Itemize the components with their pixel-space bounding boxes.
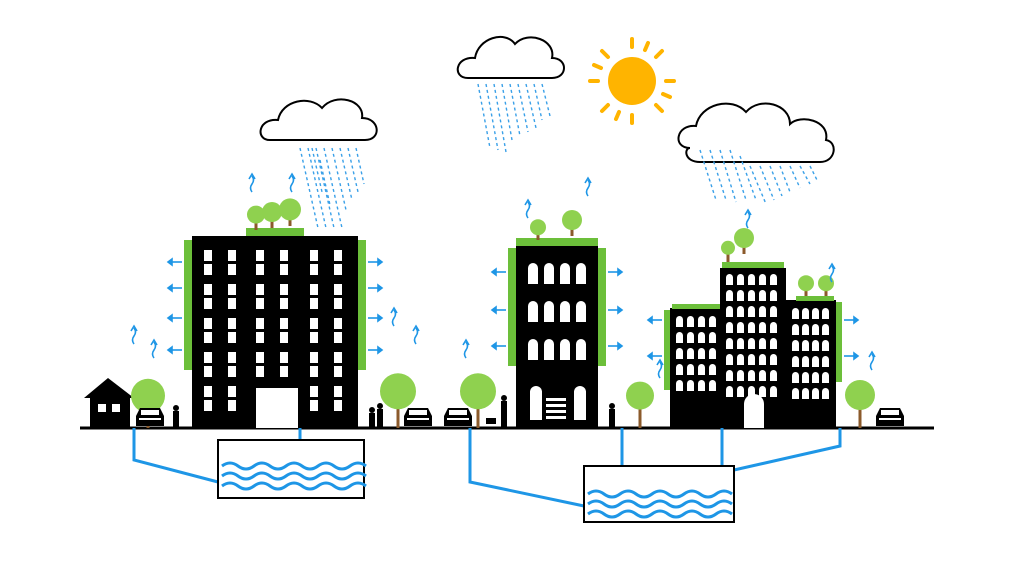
person-icon: [369, 407, 375, 428]
green-wall-icon: [664, 310, 670, 390]
evaporation-arrow-icon: [368, 313, 384, 323]
evaporation-arrow-icon: [390, 306, 398, 327]
evaporation-arrow-icon: [868, 350, 876, 371]
sun-icon: [588, 37, 676, 125]
evaporation-arrow-icon: [368, 283, 384, 293]
tree-icon: [460, 373, 496, 428]
green-wall-icon: [358, 240, 366, 370]
tree-icon: [845, 380, 875, 428]
evaporation-arrow-icon: [844, 315, 860, 325]
tree-icon: [262, 202, 282, 228]
green-wall-icon: [508, 248, 516, 366]
tree-icon: [734, 228, 754, 254]
evaporation-arrow-icon: [130, 324, 138, 345]
person-icon: [377, 403, 383, 428]
evaporation-arrow-icon: [490, 305, 506, 315]
middle-tower: [508, 238, 606, 428]
evaporation-arrow-icon: [490, 341, 506, 351]
cloud-icon: [456, 35, 565, 79]
green-wall-icon: [184, 240, 192, 370]
green-wall-icon: [836, 302, 842, 382]
car-icon: [876, 408, 904, 426]
evaporation-arrow-icon: [368, 345, 384, 355]
tree-icon: [279, 198, 301, 226]
evaporation-arrow-icon: [646, 351, 662, 361]
person-icon: [501, 395, 507, 428]
evaporation-arrow-icon: [828, 262, 836, 283]
cloud-icon: [677, 102, 835, 163]
house-icon: [84, 378, 134, 428]
tree-icon: [247, 205, 265, 230]
evaporation-arrow-icon: [490, 267, 506, 277]
rain-icon: [299, 147, 365, 229]
evaporation-arrow-icon: [844, 351, 860, 361]
tree-icon: [380, 373, 416, 428]
evaporation-arrow-icon: [412, 324, 420, 345]
evaporation-arrow-icon: [524, 198, 532, 219]
tree-icon: [798, 275, 814, 296]
tree-icon: [562, 210, 582, 236]
evaporation-arrow-icon: [150, 338, 158, 359]
evaporation-arrow-icon: [166, 257, 182, 267]
evaporation-arrow-icon: [288, 172, 296, 193]
evaporation-arrow-icon: [462, 338, 470, 359]
evaporation-arrow-icon: [166, 345, 182, 355]
right-complex: [664, 262, 842, 428]
water-tank-icon: [217, 439, 367, 499]
left-tower: [184, 228, 366, 428]
rain-icon: [699, 149, 819, 205]
evaporation-arrow-icon: [608, 267, 624, 277]
evaporation-arrow-icon: [646, 315, 662, 325]
tree-icon: [721, 240, 735, 262]
evaporation-arrow-icon: [584, 176, 592, 197]
evaporation-arrow-icon: [166, 283, 182, 293]
car-icon: [444, 408, 472, 426]
tree-icon: [626, 381, 654, 428]
rain-icon: [477, 83, 551, 153]
evaporation-arrow-icon: [608, 341, 624, 351]
water-tank-icon: [583, 465, 735, 523]
evaporation-arrow-icon: [368, 257, 384, 267]
evaporation-arrow-icon: [248, 172, 256, 193]
evaporation-arrow-icon: [744, 208, 752, 229]
car-icon: [404, 408, 432, 426]
person-icon: [609, 403, 615, 428]
green-wall-icon: [598, 248, 606, 366]
cloud-icon: [259, 98, 378, 141]
tree-icon: [530, 219, 546, 240]
evaporation-arrow-icon: [608, 305, 624, 315]
dog-icon: [486, 418, 496, 424]
evaporation-arrow-icon: [166, 313, 182, 323]
car-icon: [136, 408, 164, 426]
person-icon: [173, 405, 179, 428]
evaporation-arrow-icon: [656, 358, 664, 379]
